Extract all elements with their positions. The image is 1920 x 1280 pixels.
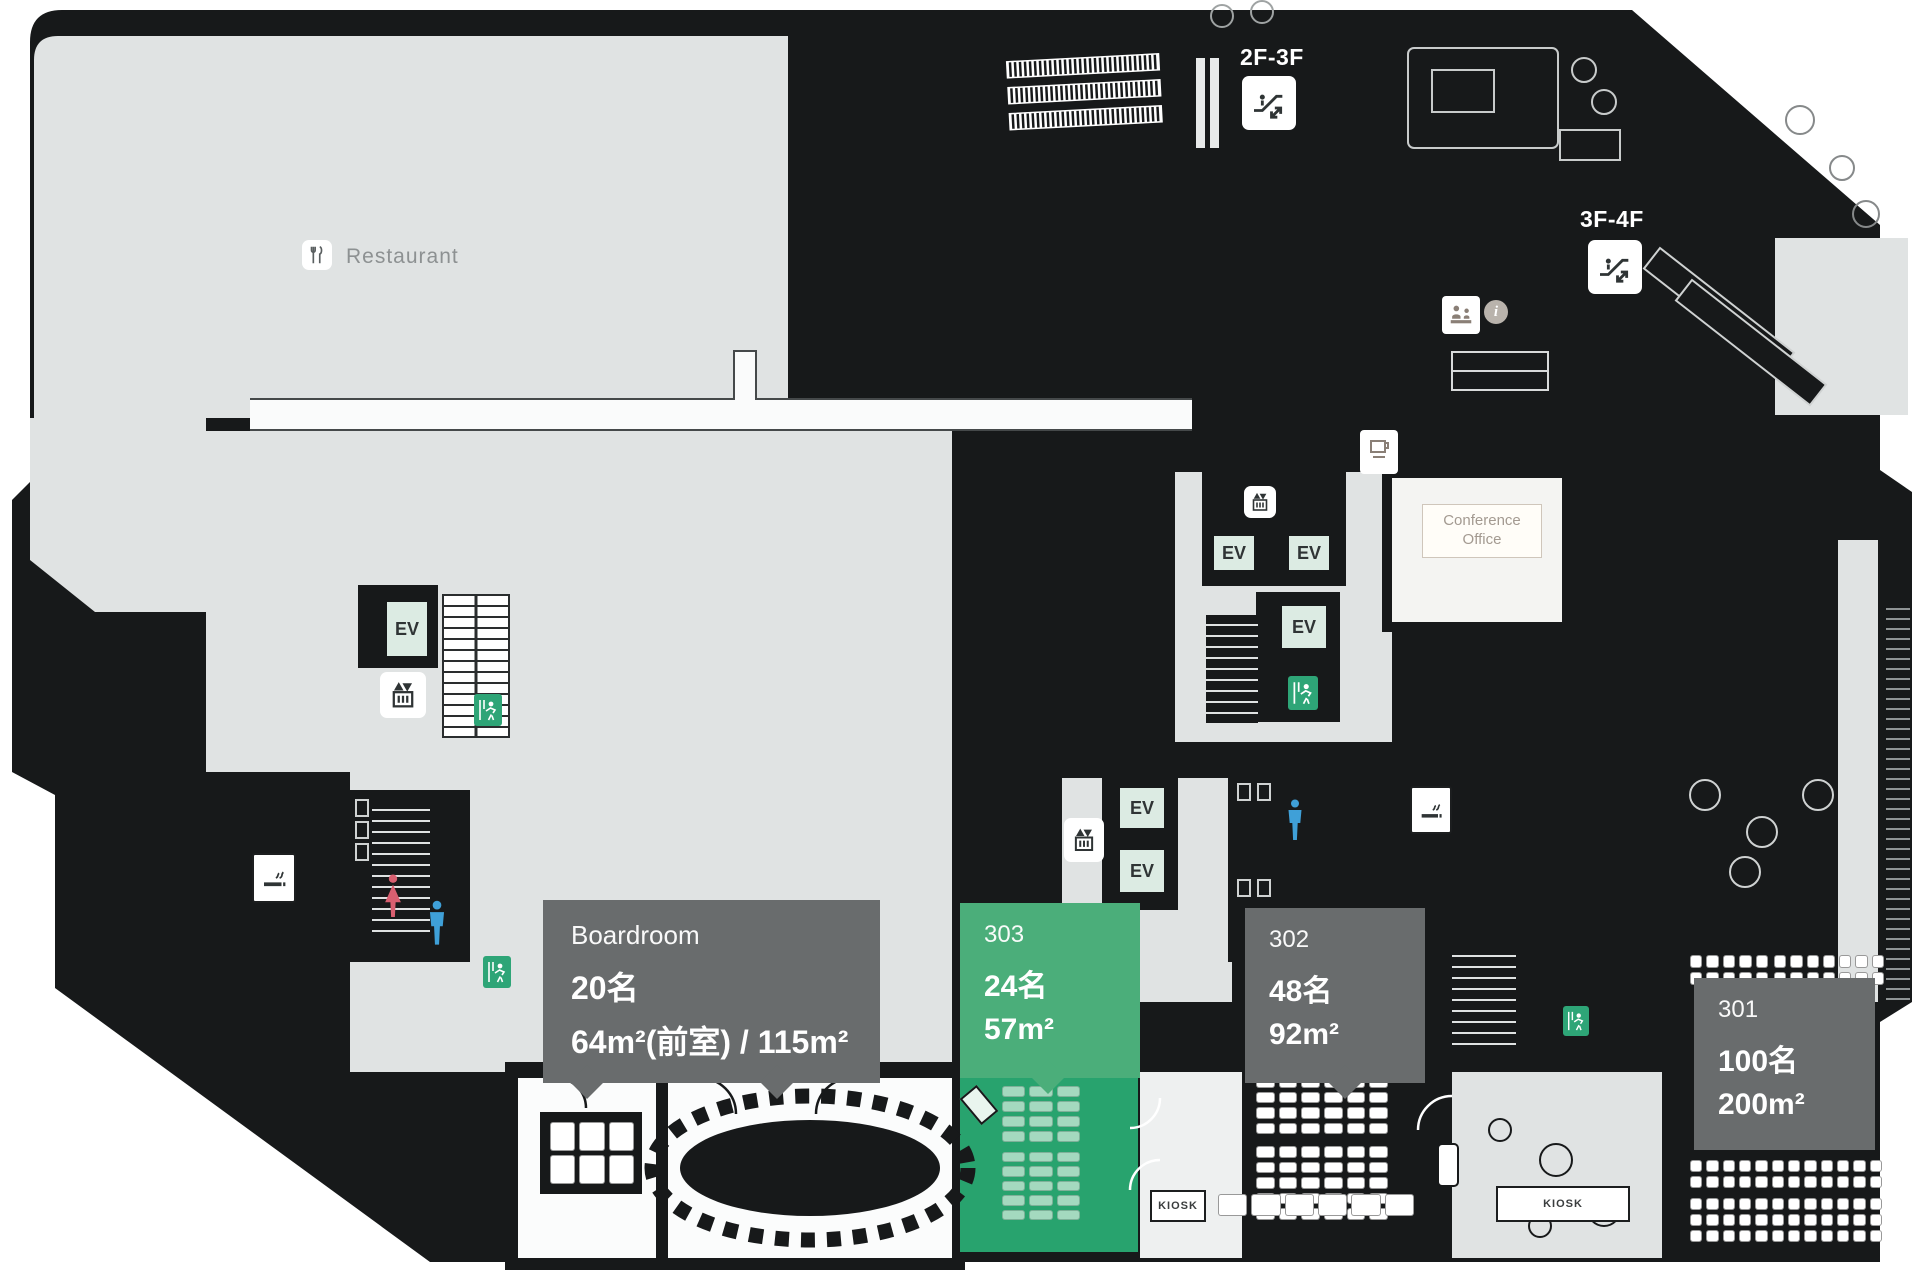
ev-label: EV	[394, 618, 419, 639]
elevator-call-icon	[1244, 486, 1276, 518]
kiosk-sign: KIOSK	[1496, 1186, 1630, 1222]
corridor-stub	[733, 350, 757, 400]
kiosk-sign: KIOSK	[1150, 1190, 1206, 1222]
stairwell	[1206, 615, 1258, 723]
ev-label: EV	[1221, 542, 1246, 563]
info-icon: i	[1484, 300, 1508, 324]
room-area: 57m²	[984, 1013, 1055, 1046]
room-tooltip-301[interactable]: 301 100名 200m²	[1694, 978, 1875, 1150]
elevator-ev-box: EV	[1280, 604, 1328, 650]
room-302-seats	[1256, 1076, 1388, 1134]
conference-office-line2: Office	[1462, 531, 1502, 548]
conference-office-line1: Conference	[1443, 512, 1521, 530]
emergency-exit-icon	[1563, 1006, 1589, 1036]
elevator-ev-box: EV	[1287, 534, 1331, 572]
ev-label: EV	[1291, 616, 1316, 637]
ev-label: EV	[1296, 542, 1321, 563]
elevator-ev-box: EV	[1118, 786, 1166, 830]
room-name: 301	[1718, 996, 1759, 1023]
restaurant-icon	[302, 240, 332, 270]
escalator-3f4f-label: 3F-4F	[1580, 206, 1644, 232]
room-301-seats	[1690, 1160, 1882, 1188]
room-capacity: 20名	[571, 970, 639, 1006]
restaurant-label: Restaurant	[346, 245, 459, 268]
main-corridor	[250, 398, 1192, 431]
anteroom-seats	[550, 1122, 634, 1184]
room-capacity: 48名	[1269, 975, 1333, 1008]
smoking-icon	[1410, 786, 1452, 834]
room-capacity: 100名	[1718, 1045, 1799, 1078]
escalator-2f3f-label: 2F-3F	[1240, 44, 1304, 70]
room-tooltip-303[interactable]: 303 24名 57m²	[960, 903, 1140, 1094]
female-restroom-icon	[385, 874, 401, 917]
kiosk-label: KIOSK	[1543, 1198, 1583, 1210]
room-area: 92m²	[1269, 1018, 1340, 1051]
room-tooltip-boardroom[interactable]: Boardroom 20名 64m²(前室) / 115m²	[543, 900, 880, 1099]
info-letter: i	[1493, 303, 1499, 320]
vending-machine-icon	[1360, 430, 1398, 474]
emergency-exit-icon	[474, 694, 502, 726]
stairwell	[372, 800, 430, 938]
stairwell	[1886, 600, 1910, 1000]
elevator-icon	[380, 672, 426, 718]
escalator-icon	[1588, 240, 1642, 294]
room-name: Boardroom	[571, 920, 700, 950]
conference-office-sign: Conference Office	[1422, 504, 1542, 558]
elevator-ev-box: EV	[1212, 534, 1256, 572]
ev-label: EV	[1129, 860, 1154, 881]
elevator-ev-box: EV	[1118, 848, 1166, 894]
room-name: 303	[984, 921, 1025, 948]
emergency-exit-icon	[483, 956, 511, 988]
room-area: 200m²	[1718, 1088, 1805, 1121]
room-303-seats	[1002, 1152, 1080, 1220]
room-tooltip-302[interactable]: 302 48名 92m²	[1245, 908, 1425, 1099]
male-restroom-icon	[1288, 799, 1302, 840]
room-303-seats	[1002, 1086, 1080, 1142]
kiosk-label: KIOSK	[1158, 1200, 1198, 1212]
room-area: 64m²(前室) / 115m²	[571, 1024, 849, 1060]
stairwell	[1452, 946, 1516, 1052]
ev-label: EV	[1129, 797, 1154, 818]
lobby-bench-seats	[1218, 1194, 1414, 1216]
smoking-icon	[252, 853, 296, 903]
elevator-icon	[1064, 818, 1104, 862]
room-name: 302	[1269, 926, 1310, 953]
escalator-icon	[1242, 76, 1296, 130]
elevator-ev-box: EV	[385, 600, 429, 658]
room-capacity: 24名	[984, 970, 1048, 1003]
reception-icon	[1442, 296, 1480, 334]
room-301-seats	[1690, 1198, 1882, 1242]
emergency-exit-icon	[1288, 676, 1318, 710]
male-restroom-icon	[429, 900, 445, 945]
